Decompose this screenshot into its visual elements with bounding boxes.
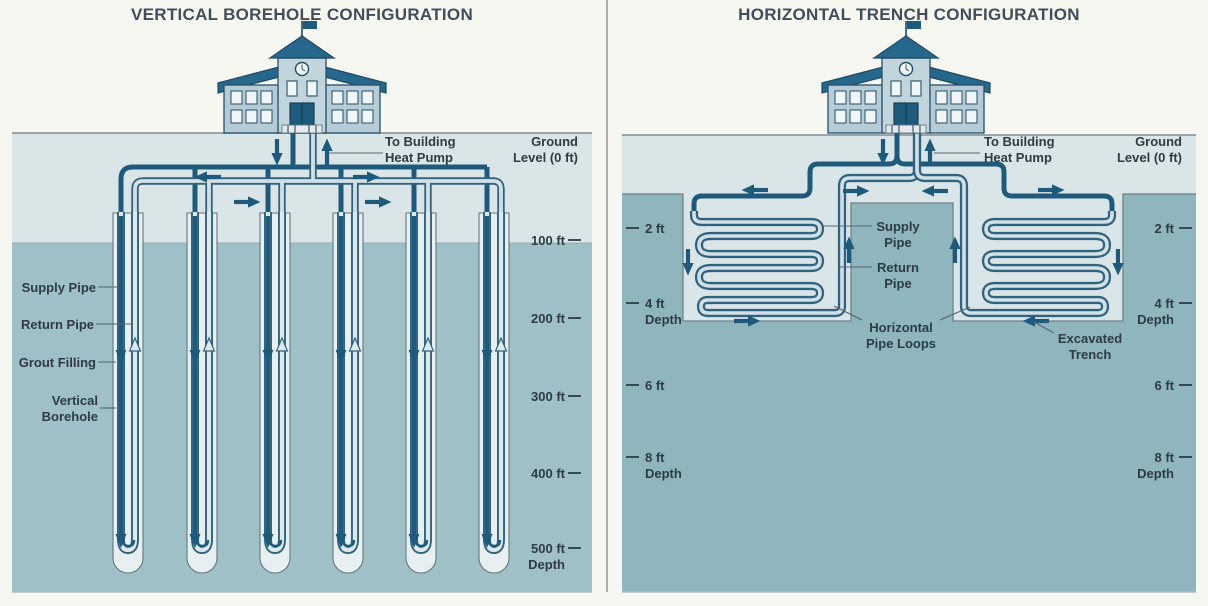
school-building	[217, 20, 387, 134]
panel-title-vertical: VERTICAL BOREHOLE CONFIGURATION	[130, 5, 474, 24]
leader-lines	[822, 152, 1055, 334]
supply-pipe-label: Supply Pipe	[876, 219, 920, 250]
depth-marker-8ft-right: 8 ft Depth	[1137, 450, 1174, 481]
grout-filling-label: Grout Filling	[18, 355, 96, 370]
right-trench-coil	[912, 133, 1117, 318]
to-building-label: To Building Heat Pump	[984, 134, 1055, 165]
return-pipe-label: Return Pipe	[21, 317, 94, 332]
depth-marker-300ft: 300 ft	[531, 389, 565, 404]
ground-level-label: Ground Level (0 ft)	[1116, 134, 1182, 165]
depth-marker-6ft-right: 6 ft	[1154, 378, 1175, 393]
depth-marker-8ft-left: 8 ft Depth	[645, 450, 682, 481]
ground-layers	[622, 134, 1196, 593]
panel-vertical-borehole: VERTICAL BOREHOLE CONFIGURATION To Build…	[12, 0, 592, 594]
depth-marker-4ft-right: 4 ft Depth	[1137, 296, 1174, 327]
return-pipe-label: Return Pipe	[877, 260, 919, 291]
panel-horizontal-trench: HORIZONTAL TRENCH CONFIGURATION To Build…	[622, 0, 1196, 594]
excavated-trench-label: Excavated Trench	[1057, 331, 1123, 362]
supply-feed-pipes	[691, 133, 1115, 213]
supply-pipe-label: Supply Pipe	[21, 280, 96, 295]
depth-marker-100ft: 100 ft	[531, 233, 565, 248]
supply-manifold	[118, 133, 490, 218]
vertical-borehole-label: Vertical Borehole	[41, 393, 98, 424]
depth-ticks	[626, 227, 1192, 458]
depth-marker-4ft-left: 4 ft Depth	[645, 296, 682, 327]
depth-marker-2ft-left: 2 ft	[645, 221, 665, 236]
panel-divider	[606, 0, 608, 592]
horizontal-trench-graphic	[622, 20, 1196, 593]
depth-marker-500ft: 500 ft Depth	[528, 541, 565, 572]
depth-marker-2ft-right: 2 ft	[1154, 221, 1175, 236]
leader-lines	[96, 152, 383, 409]
depth-ticks	[568, 239, 581, 549]
depth-marker-6ft-left: 6 ft	[645, 378, 665, 393]
return-manifold	[131, 133, 505, 218]
depth-marker-400ft: 400 ft	[531, 466, 565, 481]
left-trench-coil	[689, 133, 922, 318]
school-building	[821, 20, 991, 134]
horizontal-pipe-loops-label: Horizontal Pipe Loops	[865, 320, 937, 351]
depth-marker-200ft: 200 ft	[531, 311, 565, 326]
to-building-label: To Building Heat Pump	[385, 134, 456, 165]
panel-title-horizontal: HORIZONTAL TRENCH CONFIGURATION	[738, 5, 1080, 24]
vertical-borehole-graphic	[12, 20, 592, 593]
ground-level-label: Ground Level (0 ft)	[512, 134, 578, 165]
